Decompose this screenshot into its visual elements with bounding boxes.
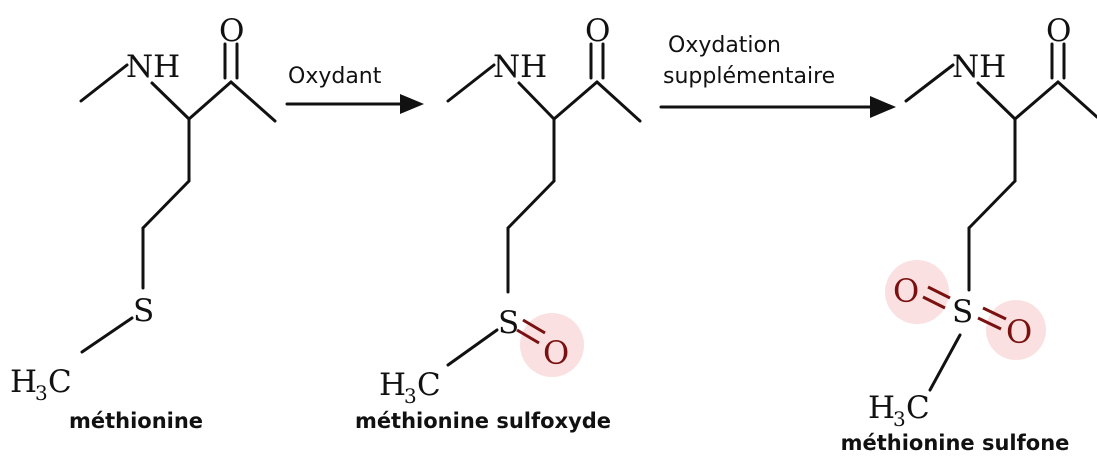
arrow-label: Oxydant xyxy=(288,64,382,89)
nh-label: NH xyxy=(952,49,1006,85)
arrowhead-icon xyxy=(400,94,424,114)
arrowhead-icon xyxy=(870,96,896,118)
s-o-double-bond-right xyxy=(977,306,1007,331)
reaction-arrow-oxydation-supplementaire: Oxydation supplémentaire xyxy=(659,33,896,118)
methyl-c-label: C xyxy=(417,367,441,403)
s-o-double-bond xyxy=(516,318,546,345)
skeleton-bonds xyxy=(79,42,277,354)
methyl-subscript: 3 xyxy=(404,384,417,408)
sulfur-label: S xyxy=(952,294,973,330)
sulfoxide-o-label: O xyxy=(543,334,569,372)
methyl-h-label: H xyxy=(379,367,406,403)
arrow-label-line1: Oxydation xyxy=(668,33,781,58)
methyl-subscript: 3 xyxy=(893,407,906,431)
s-o-double-bond-left xyxy=(922,285,951,310)
methyl-c-label: C xyxy=(48,364,72,400)
skeleton-bonds xyxy=(904,42,1097,392)
arrow-label-line2: supplémentaire xyxy=(663,64,835,89)
nh-label: NH xyxy=(126,49,180,85)
skeleton-bonds xyxy=(446,42,642,367)
sulfone-o-left-label: O xyxy=(893,272,919,310)
carbonyl-o-label: O xyxy=(1046,13,1071,49)
carbonyl-o-label: O xyxy=(219,13,244,49)
methyl-c-label: C xyxy=(906,390,930,426)
molecule-name: méthionine sulfone xyxy=(841,431,1070,455)
nh-label: NH xyxy=(493,49,547,85)
molecule-name: méthionine sulfoxyde xyxy=(355,409,611,433)
methyl-h-label: H xyxy=(868,390,895,426)
reaction-arrow-oxydant: Oxydant xyxy=(285,64,424,114)
molecule-methionine-sulfone: NH O S O O H 3 C méthionine sulfone xyxy=(841,13,1097,455)
methyl-subscript: 3 xyxy=(35,381,48,405)
sulfur-label: S xyxy=(133,293,154,329)
carbonyl-o-label: O xyxy=(585,13,610,49)
molecule-methionine: NH O S H 3 C méthionine xyxy=(10,13,277,433)
molecule-methionine-sulfoxyde: NH O S O H 3 C méthionine sulfoxyde xyxy=(355,13,642,433)
oxygen-highlight-left xyxy=(885,260,949,324)
sulfone-o-right-label: O xyxy=(1006,313,1032,351)
methyl-h-label: H xyxy=(10,364,37,400)
molecule-name: méthionine xyxy=(69,409,203,433)
sulfur-label: S xyxy=(498,305,519,341)
